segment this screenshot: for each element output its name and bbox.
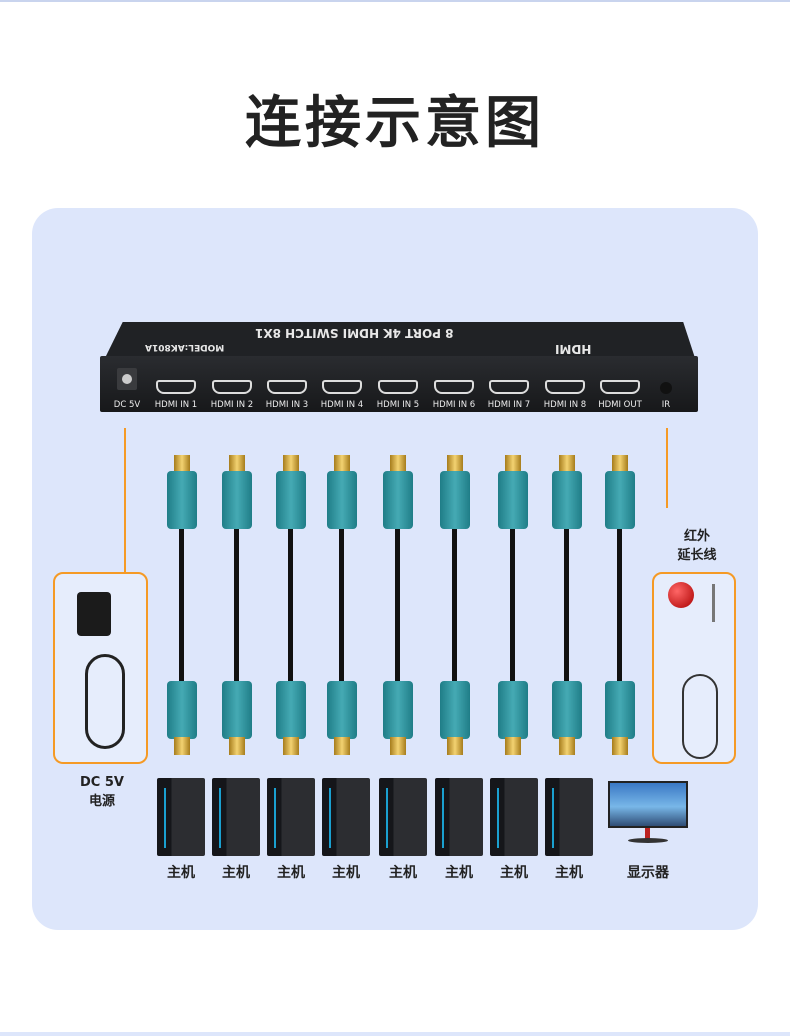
- monitor-stand: [645, 828, 650, 840]
- hdmi-port: [545, 380, 585, 394]
- hdmi-cable: [552, 455, 582, 755]
- device-name: 8 PORT 4K HDMI SWITCH 8X1: [255, 326, 454, 340]
- hdmi-cable: [605, 455, 635, 755]
- hdmi-port: [156, 380, 196, 394]
- pc-tower-icon: [490, 778, 538, 856]
- top-divider: [0, 0, 790, 2]
- hdmi-port: [434, 380, 474, 394]
- switch-top: 8 PORT 4K HDMI SWITCH 8X1 MODEL:AK801A H…: [105, 322, 695, 358]
- pc-tower-icon: [545, 778, 593, 856]
- ir-receiver-icon: [668, 582, 694, 608]
- hdmi-logo: HDMI: [555, 342, 592, 356]
- pc-tower-icon: [379, 778, 427, 856]
- jack-icon: [712, 584, 715, 622]
- port-label: DC 5V: [113, 400, 141, 410]
- source-label: 主机: [500, 865, 528, 881]
- hdmi-port: [489, 380, 529, 394]
- hdmi-cable: [167, 455, 197, 755]
- ir-label: 红外: [683, 529, 710, 544]
- page-title: 连接示意图: [245, 91, 545, 156]
- source-label: 主机: [555, 865, 583, 881]
- source-label: 主机: [222, 865, 250, 881]
- ir-label-2: 延长线: [677, 548, 717, 563]
- power-label: DC 5V: [80, 775, 124, 790]
- hdmi-port: [600, 380, 640, 394]
- display-label: 显示器: [627, 865, 669, 881]
- adapter-cable: [85, 654, 125, 749]
- hdmi-cable: [498, 455, 528, 755]
- power-line: [124, 428, 126, 573]
- ir-cable: [682, 674, 718, 759]
- monitor-icon: [608, 781, 688, 828]
- ir-port: [660, 382, 672, 394]
- pc-tower-icon: [157, 778, 205, 856]
- hdmi-port: [212, 380, 252, 394]
- port-label: HDMI IN 2: [210, 400, 254, 410]
- port-label: HDMI IN 3: [265, 400, 309, 410]
- source-label: 主机: [389, 865, 417, 881]
- port-label: HDMI IN 7: [487, 400, 531, 410]
- hdmi-port: [378, 380, 418, 394]
- pc-tower-icon: [267, 778, 315, 856]
- power-adapter-box: [53, 572, 148, 764]
- bottom-divider: [0, 1032, 790, 1036]
- source-label: 主机: [332, 865, 360, 881]
- device-model: MODEL:AK801A: [145, 342, 225, 352]
- adapter-icon: [77, 592, 111, 636]
- ir-extender-box: [652, 572, 736, 764]
- port-label: HDMI IN 5: [376, 400, 420, 410]
- port-label: HDMI IN 6: [432, 400, 476, 410]
- hdmi-cable: [222, 455, 252, 755]
- port-label: HDMI OUT: [598, 400, 642, 410]
- hdmi-port: [322, 380, 362, 394]
- hdmi-cable: [383, 455, 413, 755]
- port-label: IR: [661, 400, 671, 410]
- hdmi-cable: [276, 455, 306, 755]
- pc-tower-icon: [435, 778, 483, 856]
- pc-tower-icon: [322, 778, 370, 856]
- hdmi-port: [267, 380, 307, 394]
- pc-tower-icon: [212, 778, 260, 856]
- source-label: 主机: [445, 865, 473, 881]
- switch-front: [100, 356, 698, 412]
- hdmi-cable: [327, 455, 357, 755]
- source-label: 主机: [167, 865, 195, 881]
- dc-jack: [117, 368, 137, 390]
- power-label-cn: 电源: [88, 794, 115, 809]
- source-label: 主机: [277, 865, 305, 881]
- hdmi-cable: [440, 455, 470, 755]
- ir-line: [666, 428, 668, 508]
- port-label: HDMI IN 8: [543, 400, 587, 410]
- monitor-base: [628, 838, 668, 843]
- port-label: HDMI IN 1: [154, 400, 198, 410]
- port-label: HDMI IN 4: [320, 400, 364, 410]
